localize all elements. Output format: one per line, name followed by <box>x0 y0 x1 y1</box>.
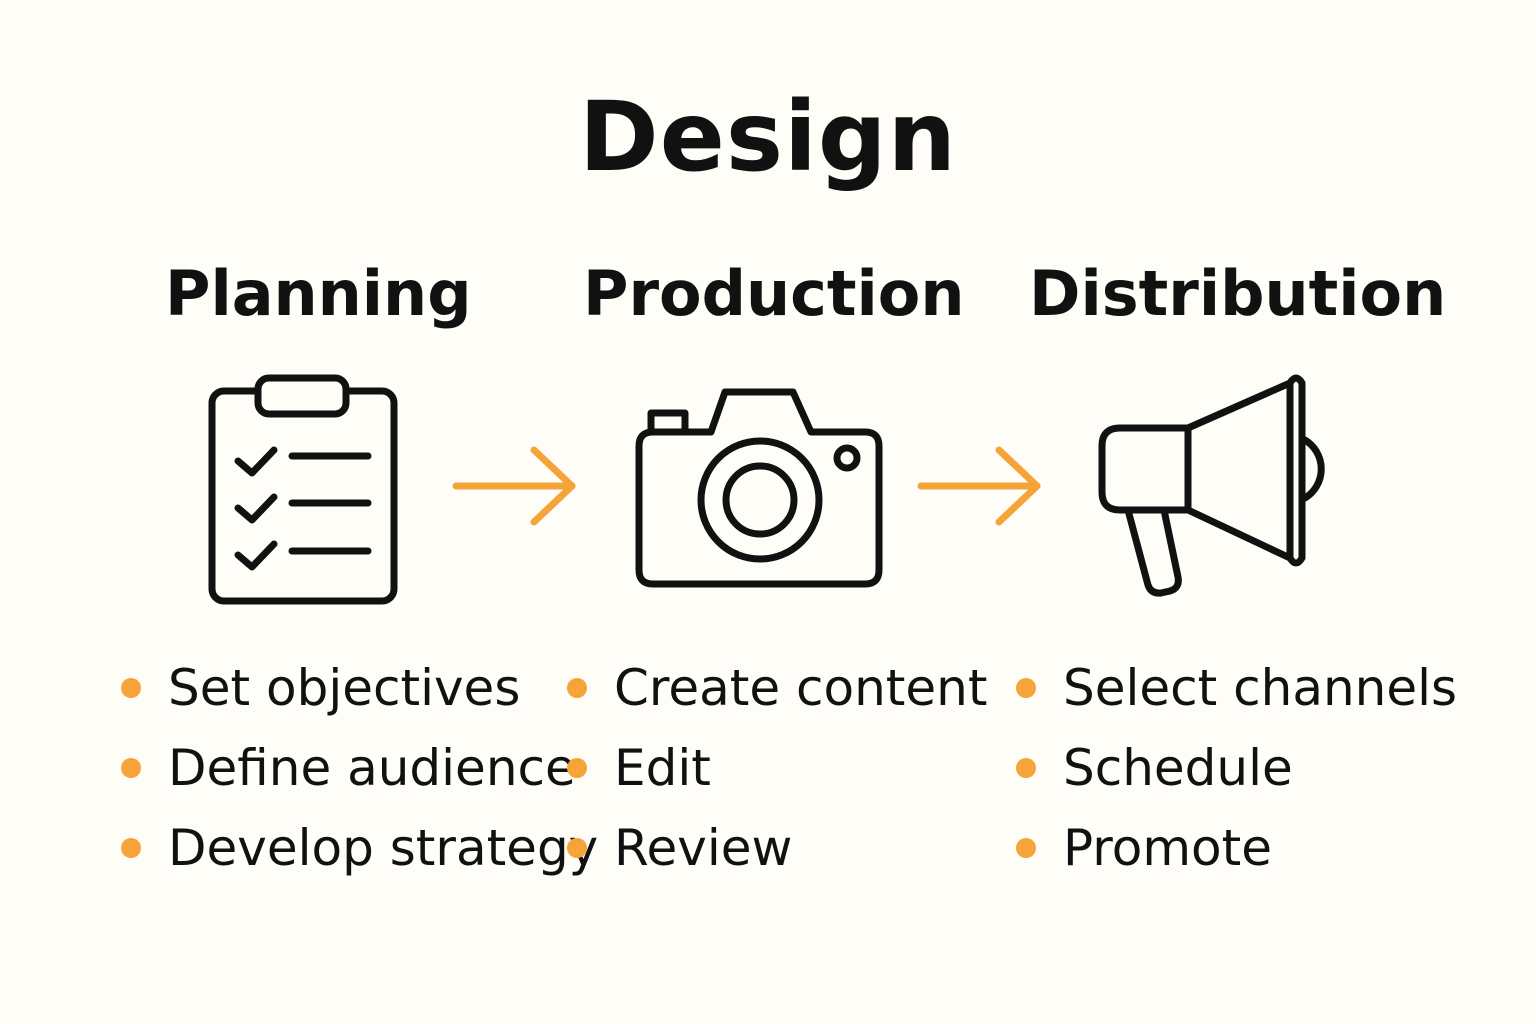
stage-title-distribution: Distribution <box>1029 257 1447 330</box>
list-item: Edit <box>567 728 987 808</box>
list-item-label: Promote <box>1063 819 1272 877</box>
bullet-dot-icon <box>1016 758 1036 778</box>
bullet-dot-icon <box>567 678 587 698</box>
list-item: Schedule <box>1016 728 1457 808</box>
bullet-dot-icon <box>121 838 141 858</box>
arrow-right-icon <box>917 446 1041 526</box>
list-item-label: Develop strategy <box>168 819 599 877</box>
distribution-steps-list: Select channels Schedule Promote <box>1016 648 1457 888</box>
list-item: Define audience <box>121 728 598 808</box>
bullet-dot-icon <box>567 838 587 858</box>
list-item-label: Define audience <box>168 739 576 797</box>
bullet-dot-icon <box>1016 678 1036 698</box>
bullet-dot-icon <box>121 758 141 778</box>
bullet-dot-icon <box>567 758 587 778</box>
bullet-dot-icon <box>121 678 141 698</box>
planning-steps-list: Set objectives Define audience Develop s… <box>121 648 598 888</box>
stage-title-planning: Planning <box>165 257 472 330</box>
list-item-label: Schedule <box>1063 739 1293 797</box>
list-item-label: Review <box>614 819 793 877</box>
list-item-label: Select channels <box>1063 659 1458 717</box>
list-item-label: Set objectives <box>168 659 521 717</box>
list-item: Select channels <box>1016 648 1457 728</box>
bullet-dot-icon <box>1016 838 1036 858</box>
diagram-title: Design <box>579 81 957 193</box>
list-item: Review <box>567 808 987 888</box>
list-item: Create content <box>567 648 987 728</box>
stage-title-production: Production <box>583 257 965 330</box>
arrow-right-icon <box>452 446 576 526</box>
list-item-label: Create content <box>614 659 988 717</box>
megaphone-icon <box>1098 374 1325 597</box>
camera-icon <box>635 388 883 588</box>
production-steps-list: Create content Edit Review <box>567 648 987 888</box>
list-item: Set objectives <box>121 648 598 728</box>
list-item: Develop strategy <box>121 808 598 888</box>
list-item: Promote <box>1016 808 1457 888</box>
list-item-label: Edit <box>614 739 711 797</box>
clipboard-checklist-icon <box>208 374 398 605</box>
